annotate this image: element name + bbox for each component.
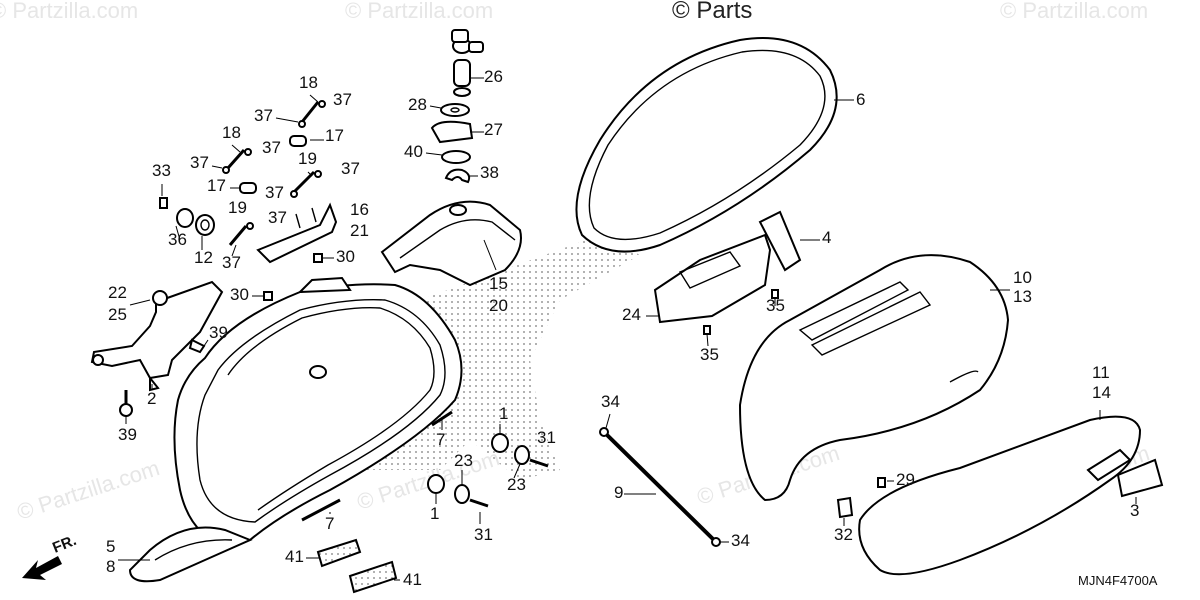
callout-39: 39 [118, 425, 137, 444]
callout-20: 20 [489, 296, 508, 315]
watermark-text: © Partzilla.com [1000, 0, 1148, 23]
callout-1: 1 [430, 504, 439, 523]
lid-seal [575, 37, 838, 253]
front-direction-marker: FR. [22, 532, 79, 580]
callout-21: 21 [350, 221, 369, 240]
callout-35: 35 [766, 296, 785, 315]
callout-34: 34 [601, 392, 620, 411]
callout-31: 31 [474, 525, 493, 544]
callout-38: 38 [480, 163, 499, 182]
callout-24: 24 [622, 305, 641, 324]
callout-23: 23 [454, 451, 473, 470]
callout-17: 17 [207, 176, 226, 195]
lock-assembly [430, 29, 484, 184]
callout-39: 39 [209, 323, 228, 342]
watermark-text: © Partzilla.com [14, 455, 163, 525]
callout-15: 15 [489, 274, 508, 293]
lid-inner-cover [380, 200, 522, 287]
callout-14: 14 [1092, 383, 1111, 402]
latch-hardware [159, 100, 338, 301]
hinge-hardware [427, 433, 549, 508]
callout-31: 31 [537, 428, 556, 447]
callout-37: 37 [333, 90, 352, 109]
rubber-pads [316, 538, 398, 594]
callout-32: 32 [834, 525, 853, 544]
callout-6: 6 [856, 90, 865, 109]
leader-lines [118, 77, 1137, 581]
callout-19: 19 [228, 198, 247, 217]
saddlebag-outer-lid [738, 254, 1010, 502]
callout-27: 27 [484, 120, 503, 139]
callout-4: 4 [822, 228, 831, 247]
saddlebag-side-panel [836, 415, 1164, 576]
callout-7: 7 [325, 514, 334, 533]
callout-1: 1 [499, 404, 508, 423]
callout-25: 25 [108, 305, 127, 324]
callout-9: 9 [614, 483, 623, 502]
callout-11: 11 [1092, 363, 1110, 382]
callout-17: 17 [325, 126, 344, 145]
callout-23: 23 [507, 475, 526, 494]
callout-26: 26 [484, 67, 503, 86]
watermark-text: © Partzilla.com [345, 0, 493, 23]
callout-37: 37 [190, 153, 209, 172]
callout-37: 37 [254, 106, 273, 125]
callout-28: 28 [408, 95, 427, 114]
callout-12: 12 [194, 248, 213, 267]
callout-37: 37 [262, 138, 281, 157]
callout-19: 19 [298, 149, 317, 168]
saddlebag-inner-case [128, 276, 463, 583]
watermark-text: © Partzilla.com [0, 0, 138, 23]
callout-7: 7 [436, 430, 445, 449]
callout-30: 30 [336, 247, 355, 266]
callout-3: 3 [1130, 501, 1139, 520]
callout-18: 18 [299, 73, 318, 92]
front-marker-text: FR. [50, 532, 79, 557]
callout-36: 36 [168, 230, 187, 249]
callout-37: 37 [265, 183, 284, 202]
lid-pocket [653, 210, 802, 335]
callout-16: 16 [350, 200, 369, 219]
callout-5: 5 [106, 537, 115, 556]
callout-37: 37 [222, 253, 241, 272]
callout-35: 35 [700, 345, 719, 364]
callout-30: 30 [230, 285, 249, 304]
callout-2: 2 [147, 389, 156, 408]
callout-18: 18 [222, 123, 241, 142]
watermark-text: © Parts [672, 0, 752, 24]
callout-10: 10 [1013, 268, 1032, 287]
callout-34: 34 [731, 531, 750, 550]
tether-strap [599, 427, 721, 547]
callout-29: 29 [896, 470, 915, 489]
callout-37: 37 [268, 208, 287, 227]
callout-33: 33 [152, 161, 171, 180]
callout-13: 13 [1013, 287, 1032, 306]
callout-37: 37 [341, 159, 360, 178]
callout-41: 41 [285, 547, 304, 566]
diagram-code: MJN4F4700A [1078, 573, 1158, 588]
callout-40: 40 [404, 142, 423, 161]
callout-22: 22 [108, 283, 127, 302]
callout-8: 8 [106, 557, 115, 576]
callout-41: 41 [403, 570, 422, 589]
